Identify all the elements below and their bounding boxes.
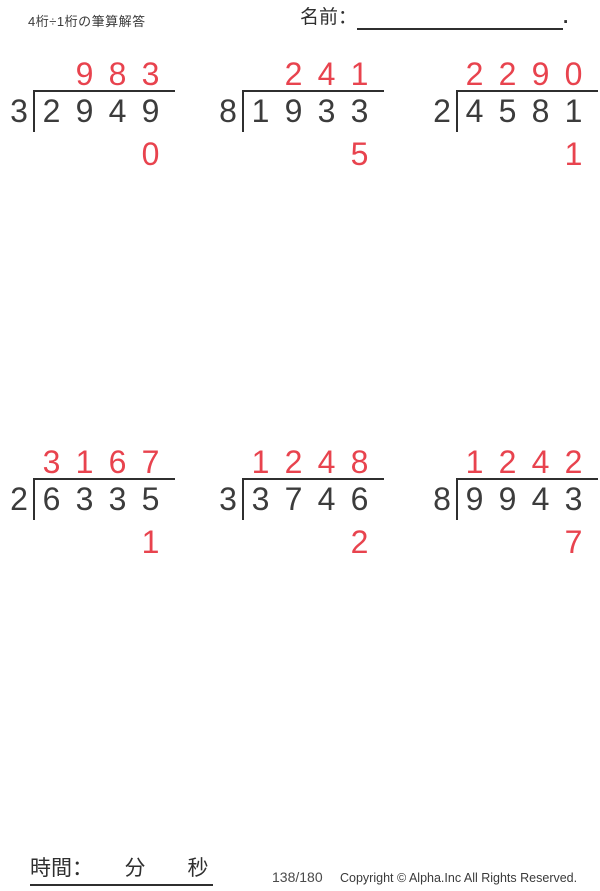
divisor: 3 [219, 481, 237, 517]
name-label: 名前： [300, 7, 358, 28]
dividend-digit: 6 [350, 481, 369, 517]
quotient-digit: 1 [465, 444, 484, 480]
quotient-digit: 6 [108, 444, 127, 480]
quotient-digit: 7 [141, 444, 160, 480]
copyright-notice: Copyright © Alpha.Inc All Rights Reserve… [340, 871, 578, 885]
dividend-digit: 1 [251, 93, 270, 129]
remainder-digit: 0 [141, 136, 160, 172]
dividend-digit: 4 [531, 481, 550, 517]
remainder: 1 [456, 138, 598, 170]
quotient-digit: 8 [108, 56, 127, 92]
dividend-digit: 3 [350, 93, 369, 129]
name-field: 名前： . [300, 6, 568, 30]
remainder: 1 [33, 526, 175, 558]
dividend-digit: 5 [498, 93, 517, 129]
dividend-digit: 4 [465, 93, 484, 129]
divisor: 8 [433, 481, 451, 517]
worksheet-title: 4桁÷1桁の筆算解答 [28, 14, 146, 29]
quotient-digit: 4 [317, 56, 336, 92]
time-label: 時間： 分 秒 [30, 852, 213, 886]
quotient-digit: 1 [350, 56, 369, 92]
quotient-digit: 2 [284, 56, 303, 92]
remainder-digit: 2 [350, 524, 369, 560]
remainder-digit: 7 [564, 524, 583, 560]
name-line-suffix: . [563, 7, 569, 28]
remainder-digit: 1 [564, 136, 583, 172]
dividend-digit: 9 [284, 93, 303, 129]
quotient-digit: 1 [75, 444, 94, 480]
remainder-digit: 5 [350, 136, 369, 172]
dividend-digit: 7 [284, 481, 303, 517]
remainder-digit: 1 [141, 524, 160, 560]
dividend-digit: 5 [141, 481, 160, 517]
page-number: 138/180 [272, 869, 323, 885]
quotient-digit: 2 [498, 56, 517, 92]
quotient-digit: 9 [75, 56, 94, 92]
quotient-digit: 2 [564, 444, 583, 480]
divisor: 2 [433, 93, 451, 129]
dividend-digit: 2 [42, 93, 61, 129]
dividend-digit: 4 [108, 93, 127, 129]
quotient-digit: 2 [284, 444, 303, 480]
dividend-digit: 1 [564, 93, 583, 129]
quotient-digit: 9 [531, 56, 550, 92]
dividend-digit: 9 [141, 93, 160, 129]
quotient-digit: 2 [498, 444, 517, 480]
remainder: 5 [242, 138, 384, 170]
time-field: 時間： 分 秒 [30, 852, 213, 886]
remainder: 7 [456, 526, 598, 558]
quotient-digit: 3 [42, 444, 61, 480]
divisor: 3 [10, 93, 28, 129]
quotient-digit: 4 [531, 444, 550, 480]
dividend-digit: 9 [498, 481, 517, 517]
dividend-digit: 4 [317, 481, 336, 517]
quotient-digit: 0 [564, 56, 583, 92]
divisor: 8 [219, 93, 237, 129]
dividend-digit: 9 [75, 93, 94, 129]
name-blank-line [357, 6, 564, 30]
quotient-digit: 3 [141, 56, 160, 92]
quotient-digit: 8 [350, 444, 369, 480]
quotient-digit: 2 [465, 56, 484, 92]
quotient-digit: 1 [251, 444, 270, 480]
quotient-digit: 4 [317, 444, 336, 480]
dividend-digit: 3 [108, 481, 127, 517]
dividend-digit: 6 [42, 481, 61, 517]
remainder: 2 [242, 526, 384, 558]
dividend-digit: 3 [317, 93, 336, 129]
dividend-digit: 8 [531, 93, 550, 129]
dividend-digit: 9 [465, 481, 484, 517]
dividend-digit: 3 [564, 481, 583, 517]
divisor: 2 [10, 481, 28, 517]
dividend-digit: 3 [75, 481, 94, 517]
dividend-digit: 3 [251, 481, 270, 517]
remainder: 0 [33, 138, 175, 170]
